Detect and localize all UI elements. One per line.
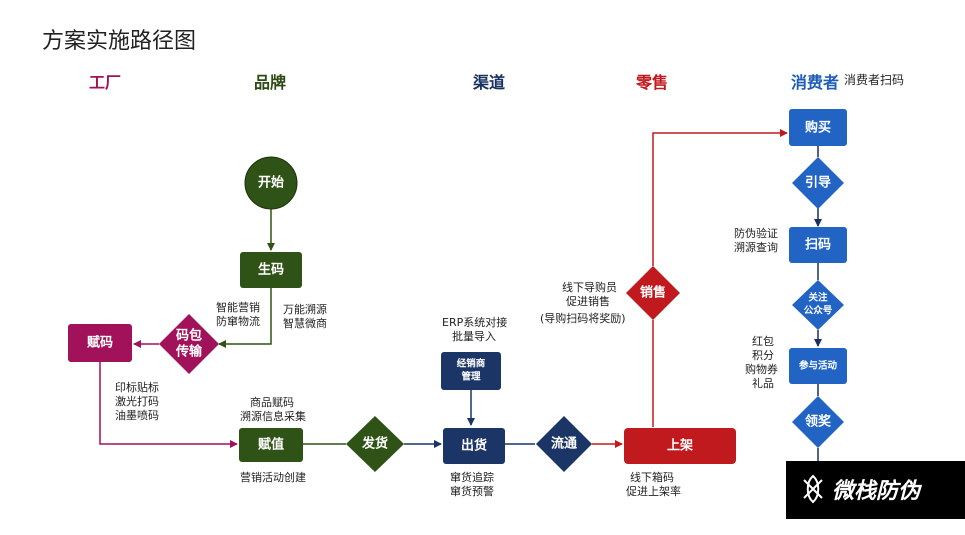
node-follow-label-1: 关注	[808, 292, 828, 304]
node-scan-label: 扫码	[805, 237, 831, 253]
node-outbound: 出货	[443, 428, 505, 464]
node-outbound-label: 出货	[461, 438, 487, 454]
node-code-pack-transfer: 码包 传输	[159, 314, 219, 374]
node-guide: 引导	[792, 157, 844, 209]
svg-text:批量导入: 批量导入	[452, 329, 496, 343]
logo-text: 微栈防伪	[832, 479, 923, 504]
svg-text:油墨喷码: 油墨喷码	[115, 408, 159, 422]
node-follow-account: 关注 公众号	[792, 280, 844, 330]
node-shelf-label: 上架	[667, 438, 693, 454]
node-assign-code: 赋码	[68, 324, 132, 362]
node-shelf: 上架	[624, 428, 736, 464]
column-header-retail: 零售	[635, 73, 668, 92]
svg-text:线下导购员: 线下导购员	[562, 280, 617, 294]
node-assign-code-label: 赋码	[87, 335, 113, 351]
node-activity-label: 参与活动	[798, 360, 838, 372]
node-buy: 购买	[789, 109, 847, 146]
svg-text:礼品: 礼品	[752, 376, 774, 390]
svg-text:溯源信息采集: 溯源信息采集	[240, 409, 306, 423]
svg-text:红包: 红包	[752, 335, 774, 348]
node-guide-label: 引导	[805, 176, 831, 191]
svg-text:防窜物流: 防窜物流	[216, 314, 260, 328]
node-scan: 扫码	[789, 227, 847, 263]
node-generate-label: 生码	[258, 262, 284, 278]
svg-text:ERP系统对接: ERP系统对接	[442, 315, 507, 329]
note-offline-box: 线下箱码 促进上架率	[626, 470, 681, 498]
node-sales: 销售	[626, 266, 680, 320]
logo-emblem-icon	[803, 474, 823, 504]
svg-text:促进上架率: 促进上架率	[626, 484, 681, 498]
note-marketing-activity: 营销活动创建	[240, 470, 306, 484]
node-code-pack-label-2: 传输	[175, 344, 203, 360]
svg-text:窜货追踪: 窜货追踪	[450, 470, 494, 484]
svg-text:购物券: 购物券	[745, 362, 778, 376]
node-prize-label: 领奖	[805, 414, 832, 430]
brand-logo: 微栈防伪	[786, 461, 965, 519]
connector-assigncode-assignvalue	[99, 362, 238, 448]
connector-sales-buy	[652, 129, 788, 266]
page-title: 方案实施路径图	[42, 29, 196, 54]
svg-text:窜货预警: 窜货预警	[450, 484, 494, 498]
node-participate-activity: 参与活动	[789, 348, 847, 384]
note-offline-guide: 线下导购员 促进销售 (导购扫码将奖励)	[540, 280, 626, 325]
svg-text:积分: 积分	[752, 349, 774, 362]
svg-text:智能营销: 智能营销	[216, 300, 260, 314]
node-assign-value: 赋值	[239, 428, 303, 462]
svg-text:万能溯源: 万能溯源	[283, 302, 327, 316]
note-traceability: 万能溯源 智慧微商	[283, 302, 327, 330]
note-rewards: 红包 积分 购物券 礼品	[745, 335, 778, 390]
node-circulation: 流通	[536, 416, 592, 472]
node-buy-label: 购买	[805, 120, 831, 136]
node-ship-label: 发货	[361, 436, 388, 452]
node-follow-label-2: 公众号	[804, 305, 833, 317]
svg-text:商品赋码: 商品赋码	[250, 395, 294, 409]
note-print-methods: 印标贴标 激光打码 油墨喷码	[115, 380, 159, 422]
note-anti-fleeing: 窜货追踪 窜货预警	[450, 470, 494, 498]
svg-text:智慧微商: 智慧微商	[283, 316, 327, 330]
node-claim-prize: 领奖	[792, 396, 844, 448]
note-anti-fake: 防伪验证 溯源查询	[734, 226, 778, 254]
svg-text:印标贴标: 印标贴标	[115, 380, 159, 394]
note-product-code: 商品赋码 溯源信息采集	[240, 395, 306, 423]
svg-text:(导购扫码将奖励): (导购扫码将奖励)	[540, 311, 626, 325]
column-header-consumer: 消费者	[791, 73, 839, 92]
node-assign-value-label: 赋值	[258, 437, 284, 453]
svg-text:线下箱码: 线下箱码	[630, 470, 674, 484]
node-ship: 发货	[346, 416, 404, 472]
svg-text:激光打码: 激光打码	[115, 394, 159, 408]
note-erp: ERP系统对接 批量导入	[442, 315, 507, 343]
node-sales-label: 销售	[640, 285, 666, 301]
note-smart-marketing: 智能营销 防窜物流	[216, 300, 260, 328]
node-start: 开始	[244, 156, 298, 210]
node-distributor-label-2: 管理	[461, 371, 481, 383]
svg-text:营销活动创建: 营销活动创建	[240, 470, 306, 484]
column-header-factory: 工厂	[89, 73, 121, 92]
node-code-pack-label-1: 码包	[176, 328, 202, 344]
svg-text:防伪验证: 防伪验证	[734, 226, 778, 240]
node-start-label: 开始	[258, 175, 284, 191]
node-circulation-label: 流通	[551, 436, 577, 452]
column-header-brand: 品牌	[254, 73, 286, 92]
connector-generate-codepack	[218, 288, 272, 348]
node-distributor-label-1: 经销商	[457, 358, 486, 370]
column-header-channel: 渠道	[473, 73, 505, 92]
svg-text:促进销售: 促进销售	[566, 294, 610, 308]
node-generate: 生码	[240, 252, 302, 288]
svg-text:溯源查询: 溯源查询	[734, 240, 778, 254]
node-distributor-management: 经销商 管理	[441, 352, 501, 390]
consumer-scan-note: 消费者扫码	[844, 73, 904, 87]
